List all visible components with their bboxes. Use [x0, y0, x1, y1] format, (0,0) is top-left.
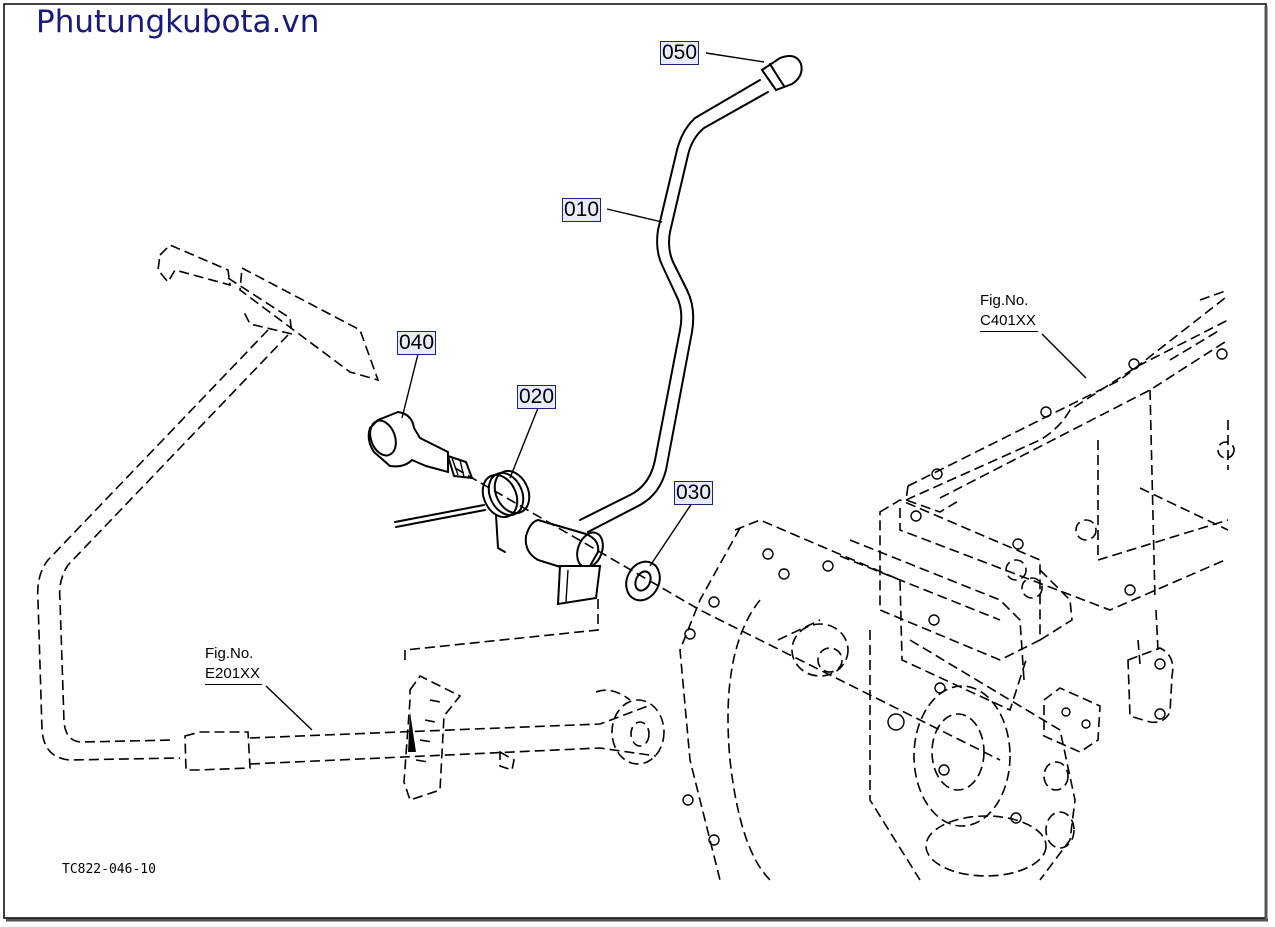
drawing-code: TC822-046-10	[62, 862, 156, 877]
washer-part	[625, 560, 661, 602]
callout-010[interactable]: 010	[562, 198, 602, 222]
callout-030[interactable]: 030	[674, 481, 714, 505]
pawl-mark	[408, 712, 416, 752]
knob-part	[760, 55, 803, 92]
cross-shaft-reference	[184, 598, 665, 802]
lever-rod-part	[579, 79, 769, 533]
callout-020[interactable]: 020	[517, 385, 557, 409]
figure-ref-label: Fig.No.	[205, 645, 254, 662]
figure-ref-number: C401XX	[980, 311, 1038, 332]
shoulder-bolt-part	[367, 410, 473, 479]
callout-050[interactable]: 050	[660, 41, 700, 65]
leader-lines	[265, 52, 1087, 731]
site-title[interactable]: Phutungkubota.vn	[36, 4, 320, 40]
figure-ref-c401xx[interactable]: Fig.No. C401XX	[980, 291, 1038, 332]
figure-ref-e201xx[interactable]: Fig.No. E201XX	[205, 644, 263, 685]
torsion-spring-part	[394, 469, 531, 553]
collar-part	[524, 518, 604, 606]
figure-ref-label: Fig.No.	[980, 292, 1029, 309]
transmission-case-reference	[679, 289, 1235, 881]
case-bolt-holes	[682, 348, 1228, 846]
brake-pedal-reference	[36, 244, 380, 761]
callout-040[interactable]: 040	[397, 331, 437, 355]
figure-ref-number: E201XX	[205, 664, 263, 685]
